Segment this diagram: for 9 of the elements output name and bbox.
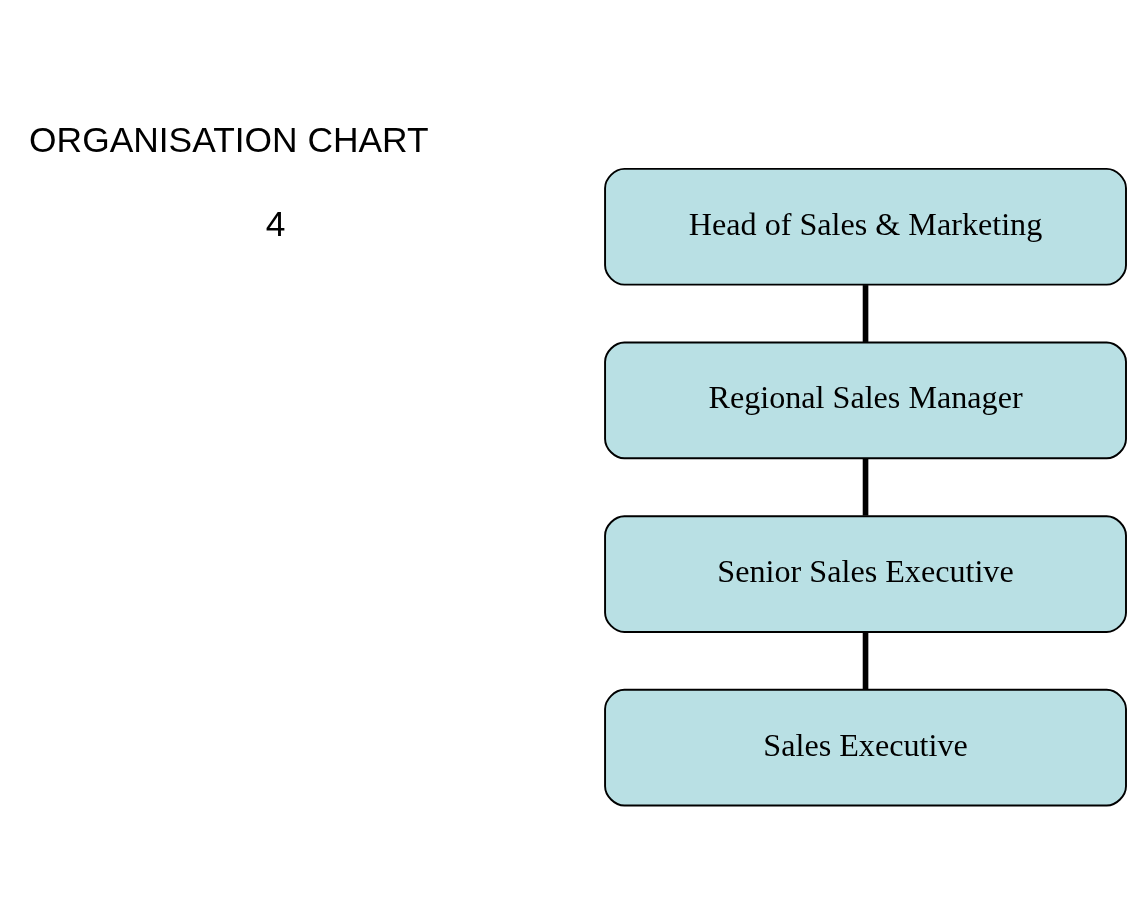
connector: [862, 284, 869, 342]
node-box: Sales Executive: [604, 688, 1127, 807]
node-box: Regional Sales Manager: [604, 341, 1127, 459]
diagram-title: ORGANISATION CHART: [29, 119, 429, 159]
node-box: Head of Sales & Marketing: [604, 167, 1127, 286]
label: 4: [265, 203, 286, 243]
connector: [862, 631, 869, 689]
connector: [862, 458, 869, 516]
node-box: Senior Sales Executive: [604, 514, 1127, 633]
